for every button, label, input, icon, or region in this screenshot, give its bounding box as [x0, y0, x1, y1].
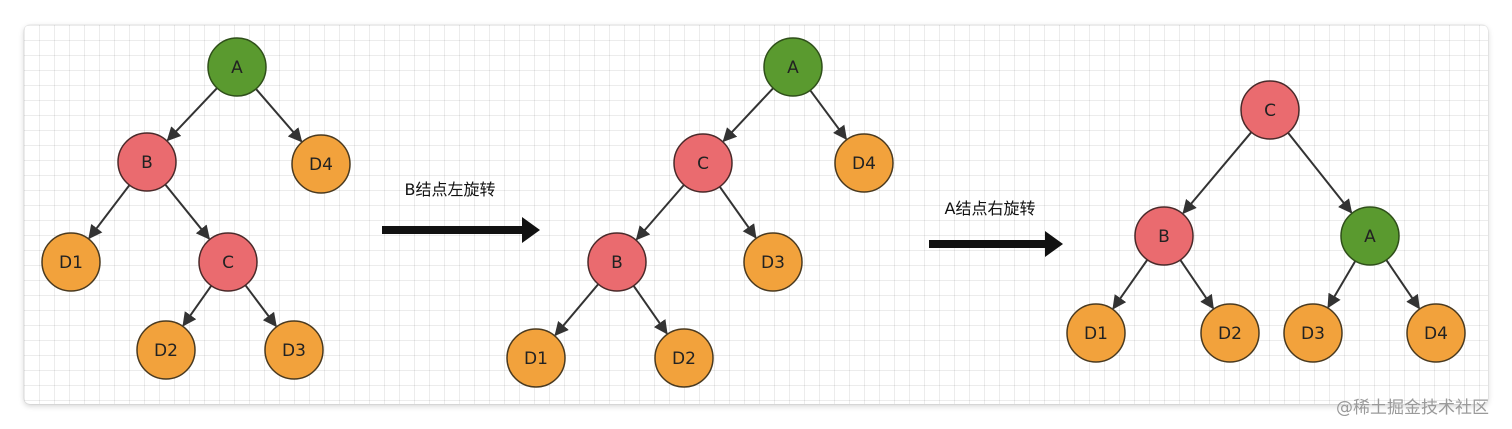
node-t2-D4: D4	[834, 133, 894, 193]
node-label: A	[1364, 227, 1376, 247]
node-label: A	[787, 58, 799, 78]
node-circle	[136, 320, 196, 380]
node-t3-D3: D3	[1283, 303, 1343, 363]
edge-t2-C-to-t2-D3	[718, 186, 757, 239]
edge-t2-C-to-t2-B	[635, 184, 685, 241]
edge-t1-C-to-t1-D2	[182, 285, 213, 327]
edge-t1-B-to-t1-D1	[88, 184, 131, 240]
node-circle	[673, 133, 733, 193]
node-t2-D3: D3	[743, 232, 803, 292]
edge-t3-A-to-t3-D4	[1385, 259, 1420, 310]
node-circle	[834, 133, 894, 193]
node-label: C	[1264, 101, 1276, 121]
node-circle	[763, 37, 823, 97]
node-circle	[291, 134, 351, 194]
node-t1-D2: D2	[136, 320, 196, 380]
node-t1-A: A	[207, 37, 267, 97]
node-label: D4	[852, 154, 876, 174]
watermark: @稀土掘金技术社区	[1336, 398, 1489, 418]
node-label: B	[611, 253, 623, 273]
node-label: D1	[1084, 324, 1108, 344]
edge-t3-C-to-t3-A	[1287, 132, 1353, 214]
node-t1-D1: D1	[41, 232, 101, 292]
node-label: D1	[524, 349, 548, 369]
big-arrow-shaft	[929, 240, 1047, 248]
node-t3-D4: D4	[1406, 303, 1466, 363]
node-label: A	[231, 58, 243, 78]
edge-t3-B-to-t3-D2	[1179, 259, 1214, 310]
node-label: D3	[282, 341, 306, 361]
node-circle	[743, 232, 803, 292]
node-label: C	[222, 253, 234, 273]
node-circle	[506, 328, 566, 388]
node-circle	[41, 232, 101, 292]
node-t2-D2: D2	[654, 328, 714, 388]
node-circle	[1240, 80, 1300, 140]
node-t3-D2: D2	[1200, 303, 1260, 363]
node-label: D1	[59, 253, 83, 273]
node-label: D2	[154, 341, 178, 361]
node-t2-B: B	[587, 232, 647, 292]
node-circle	[198, 232, 258, 292]
node-t2-A: A	[763, 37, 823, 97]
node-circle	[1066, 303, 1126, 363]
node-circle	[1406, 303, 1466, 363]
operation-op2: A结点右旋转	[929, 199, 1063, 257]
node-label: B	[141, 153, 153, 173]
edge-t2-B-to-t2-D2	[632, 285, 668, 335]
node-circle	[587, 232, 647, 292]
node-t3-B: B	[1134, 206, 1194, 266]
node-label: D3	[1301, 324, 1325, 344]
node-t2-D1: D1	[506, 328, 566, 388]
node-t3-C: C	[1240, 80, 1300, 140]
node-label: C	[697, 154, 709, 174]
node-t1-D3: D3	[264, 320, 324, 380]
edge-t3-C-to-t3-B	[1182, 131, 1253, 215]
node-label: D4	[309, 155, 333, 175]
edge-t3-B-to-t3-D1	[1112, 259, 1149, 310]
edge-t1-B-to-t1-C	[164, 183, 210, 240]
edge-t3-A-to-t3-D3	[1327, 260, 1357, 309]
big-arrow-shaft	[382, 226, 524, 234]
node-label: D3	[761, 253, 785, 273]
node-circle	[264, 320, 324, 380]
operation-op1: B结点左旋转	[382, 180, 540, 243]
node-t3-A: A	[1340, 206, 1400, 266]
node-circle	[1134, 206, 1194, 266]
node-t1-C: C	[198, 232, 258, 292]
node-t2-C: C	[673, 133, 733, 193]
edge-t2-A-to-t2-D4	[809, 89, 847, 141]
node-circle	[207, 37, 267, 97]
node-circle	[1283, 303, 1343, 363]
big-arrow-head	[522, 217, 540, 243]
node-label: D2	[672, 349, 696, 369]
node-t1-B: B	[117, 132, 177, 192]
edge-t1-A-to-t1-D4	[255, 88, 303, 143]
node-label: B	[1158, 227, 1170, 247]
node-t3-D1: D1	[1066, 303, 1126, 363]
node-circle	[1340, 206, 1400, 266]
big-arrow-head	[1045, 231, 1063, 257]
edge-t2-B-to-t2-D1	[554, 283, 600, 337]
node-label: D4	[1424, 324, 1448, 344]
operation-label: A结点右旋转	[945, 199, 1036, 218]
node-t1-D4: D4	[291, 134, 351, 194]
edge-t2-A-to-t2-C	[722, 87, 774, 143]
edge-t1-A-to-t1-B	[166, 87, 218, 142]
operation-label: B结点左旋转	[405, 180, 496, 199]
node-circle	[654, 328, 714, 388]
node-circle	[117, 132, 177, 192]
node-label: D2	[1218, 324, 1242, 344]
node-circle	[1200, 303, 1260, 363]
edge-t1-C-to-t1-D3	[244, 284, 277, 328]
